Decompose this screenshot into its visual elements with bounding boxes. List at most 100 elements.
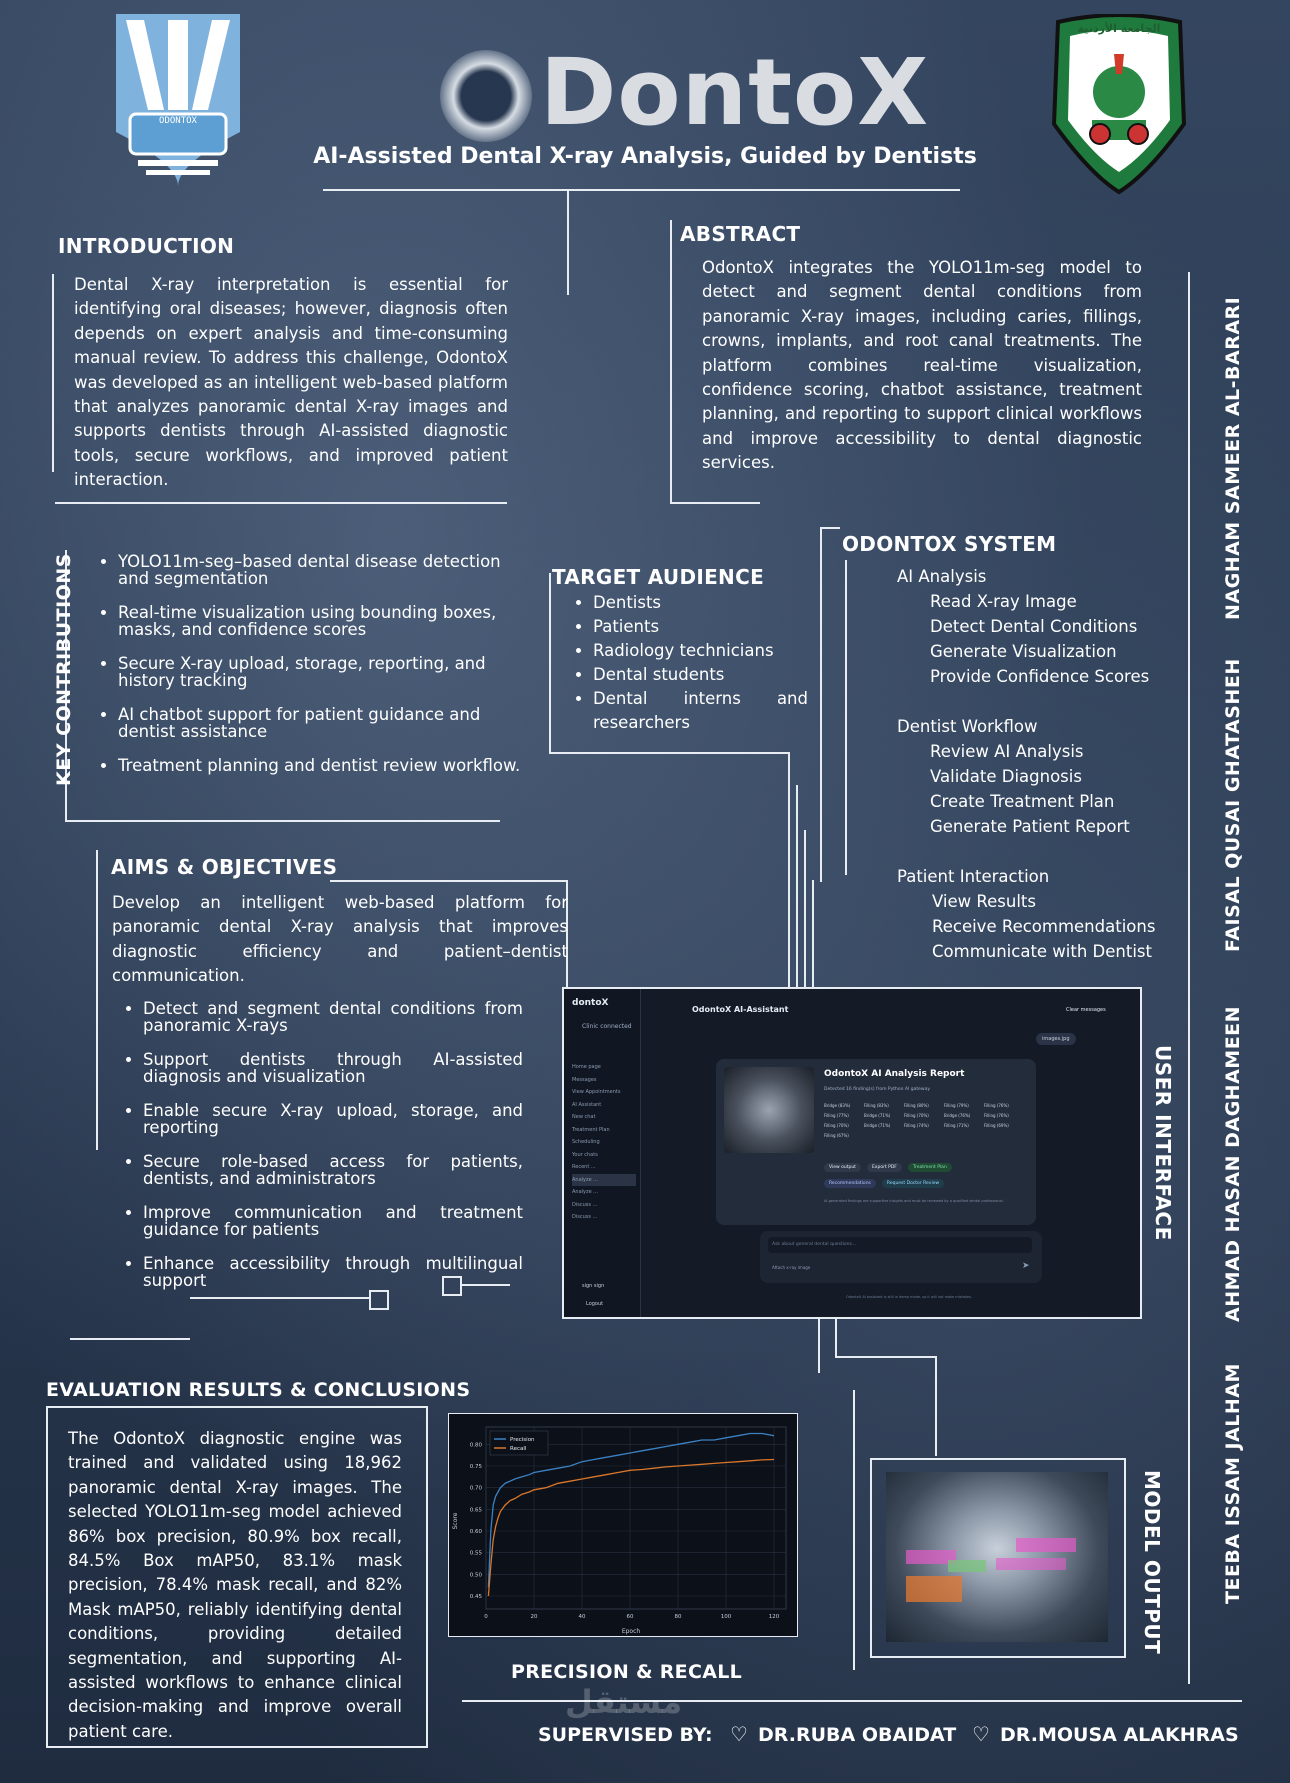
ui-nav-item[interactable]: New chat <box>572 1114 596 1120</box>
list-item: Dental students <box>593 663 808 687</box>
ui-finding: Filling (69%) <box>984 1123 1009 1128</box>
system-tree: AI Analysis Read X-ray Image Detect Dent… <box>864 564 1155 964</box>
ui-finding: Filling (79%) <box>944 1103 969 1108</box>
model-output-xray <box>886 1472 1108 1642</box>
ui-finding: Bridge (71%) <box>864 1123 891 1128</box>
ui-finding: Filling (67%) <box>824 1133 849 1138</box>
ui-nav-item[interactable]: Your chats <box>572 1151 598 1158</box>
ui-clear-button[interactable]: Clear messages <box>1066 1007 1106 1013</box>
ui-file-chip: images.jpg <box>1036 1033 1076 1045</box>
chart-xtick-label: 20 <box>531 1614 538 1620</box>
tree-item: Validate Diagnosis <box>930 767 1082 786</box>
evaluation-text: The OdontoX diagnostic engine was traine… <box>68 1429 402 1741</box>
tree-item: Receive Recommendations <box>932 917 1156 936</box>
ui-attach-button[interactable]: Attach x-ray image <box>772 1265 811 1270</box>
ui-recommendations-button[interactable]: Recommendations <box>824 1179 876 1188</box>
segmentation-mask <box>948 1560 986 1572</box>
ui-findings-grid: Bridge (83%)Filling (83%)Filling (80%)Fi… <box>824 1103 1024 1138</box>
connector <box>670 220 672 502</box>
chart-ytick-label: 0.45 <box>470 1594 483 1600</box>
tree-item: Review AI Analysis <box>930 742 1084 761</box>
ui-doctor-review-button[interactable]: Request Doctor Review <box>881 1179 945 1188</box>
ui-nav-item[interactable]: Scheduling <box>572 1139 600 1145</box>
ui-finding: Filling (74%) <box>904 1123 929 1128</box>
chart-series-line <box>487 1458 775 1597</box>
chart-xtick-label: 100 <box>721 1614 732 1620</box>
ui-nav-item[interactable]: Discuss ... <box>572 1201 598 1208</box>
ui-app-name: dontoX <box>572 998 609 1008</box>
tree-item: View Results <box>932 892 1036 911</box>
left-logo-text: ODONTOX <box>159 116 197 126</box>
segmentation-mask <box>1016 1538 1076 1552</box>
tree-item: Communicate with Dentist <box>932 942 1152 961</box>
ui-nav-item[interactable]: Home page <box>572 1064 601 1070</box>
list-item: Patients <box>593 615 808 639</box>
chart-lines <box>487 1432 775 1597</box>
ui-nav-item[interactable]: AI Assistant <box>572 1101 602 1108</box>
connector <box>330 880 566 882</box>
ui-finding: Filling (71%) <box>944 1123 969 1128</box>
ui-chat-input-box: Ask about general dental questions... At… <box>760 1231 1042 1283</box>
ui-sidebar: dontoX Clinic connected Home page Messag… <box>564 989 641 1317</box>
list-item: Support dentists through AI-assisted dia… <box>143 1051 523 1085</box>
ui-nav-item[interactable]: Recent ... <box>572 1164 596 1170</box>
evaluation-heading: EVALUATION RESULTS & CONCLUSIONS <box>46 1379 471 1401</box>
connector <box>935 1356 937 1456</box>
ui-finding: Filling (76%) <box>984 1103 1009 1108</box>
tree-item: Generate Visualization <box>930 642 1117 661</box>
ui-finding: Bridge (76%) <box>944 1113 971 1118</box>
ui-nav-item[interactable]: Analyze ... <box>572 1173 636 1186</box>
connector <box>835 1356 935 1358</box>
connector <box>70 1338 190 1340</box>
send-icon[interactable]: ➤ <box>1022 1261 1030 1271</box>
ui-nav-item[interactable]: Messages <box>572 1076 597 1083</box>
connector <box>796 785 798 992</box>
chart-ytick-label: 0.65 <box>470 1507 483 1513</box>
chart-ytick-label: 0.60 <box>470 1529 483 1535</box>
introduction-heading: INTRODUCTION <box>58 234 235 258</box>
chart-ytick-label: 0.80 <box>470 1442 483 1448</box>
ui-finding: Filling (70%) <box>904 1113 929 1118</box>
aims-heading: AIMS & OBJECTIVES <box>111 855 338 879</box>
connector <box>65 820 500 822</box>
chart-ytick-label: 0.55 <box>470 1551 483 1557</box>
ui-nav-item[interactable]: View Appointments <box>572 1089 621 1095</box>
connector <box>818 1318 820 1373</box>
ui-nav-item[interactable]: Discuss ... <box>572 1214 598 1220</box>
key-contributions-list: YOLO11m-seg–based dental disease detecti… <box>98 553 530 791</box>
tree-group-label: AI Analysis <box>897 567 987 586</box>
connector <box>460 1284 510 1286</box>
logo-ring-icon <box>440 50 532 142</box>
footer-rule <box>462 1700 1242 1702</box>
ui-treatment-plan-button[interactable]: Treatment Plan <box>907 1163 952 1172</box>
connector <box>820 527 822 882</box>
segmentation-mask <box>996 1558 1066 1570</box>
ui-nav-item[interactable]: Analyze ... <box>572 1189 599 1195</box>
list-item: Secure role-based access for patients, d… <box>143 1153 523 1187</box>
tree-item: Detect Dental Conditions <box>930 617 1138 636</box>
chart-xlabel: Epoch <box>622 1628 641 1635</box>
ui-nav-item[interactable]: Treatment Plan <box>572 1126 610 1133</box>
ui-report-sub: Detected 16 finding(s) from Python AI ga… <box>824 1087 931 1092</box>
ui-chat-input[interactable]: Ask about general dental questions... <box>768 1237 1032 1253</box>
ui-finding: Filling (80%) <box>904 1103 929 1108</box>
ui-report-actions-2: Recommendations Request Doctor Review <box>824 1179 945 1188</box>
ui-xray-thumbnail <box>724 1067 814 1153</box>
author-3: AHMAD HASAN DAGHAMEEN <box>1222 1005 1244 1322</box>
evaluation-box <box>46 1406 428 1748</box>
ui-nav: Home page Messages View Appointments AI … <box>572 1061 636 1224</box>
intro-underline <box>55 502 507 504</box>
chart-xtick-label: 0 <box>484 1614 488 1620</box>
ui-export-pdf-button[interactable]: Export PDF <box>866 1163 902 1172</box>
list-item: Detect and segment dental conditions fro… <box>143 1000 523 1034</box>
user-interface-label: USER INTERFACE <box>1151 1045 1175 1241</box>
list-item: YOLO11m-seg–based dental disease detecti… <box>118 553 530 587</box>
author-4: TEEBA ISSAM JALHAM <box>1222 1363 1244 1604</box>
ui-view-output-button[interactable]: View output <box>824 1163 861 1172</box>
chart-grid <box>485 1426 787 1610</box>
ui-logout[interactable]: Logout <box>586 1301 604 1307</box>
right-logo-text: الجامعة الأردنية <box>1077 22 1161 35</box>
list-item: Improve communication and treatment guid… <box>143 1204 523 1238</box>
